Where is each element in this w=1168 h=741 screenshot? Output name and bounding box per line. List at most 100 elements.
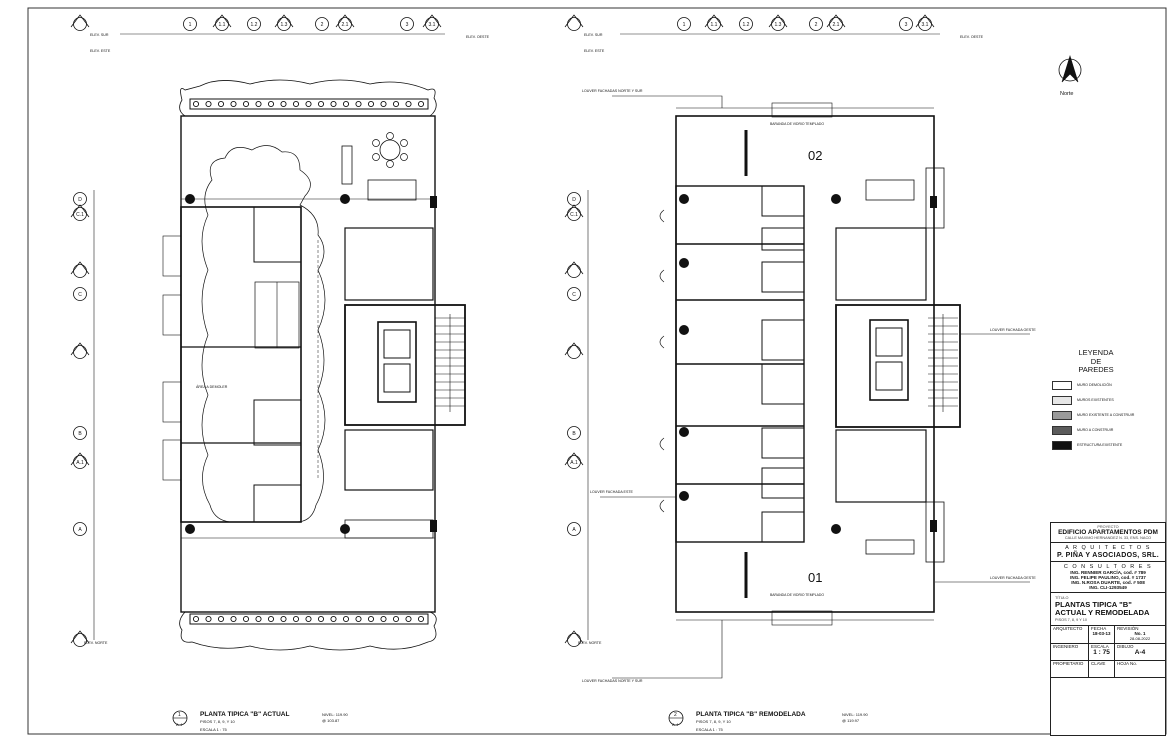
grid-bubble: 3 — [899, 17, 913, 31]
grid-bubble — [70, 342, 90, 359]
svg-text:BARANDA DE VIDRIO TEMPLADO: BARANDA DE VIDRIO TEMPLADO — [770, 122, 824, 126]
revision-value: No. 1 — [1134, 631, 1146, 637]
grid-bubble-label: 2 — [815, 22, 818, 28]
planter-dot — [330, 100, 337, 108]
grid-bubble: C — [73, 287, 87, 301]
grid-bubble-label: C.1 — [76, 212, 84, 218]
legend-title-1: LEYENDA — [1078, 348, 1114, 357]
planter-dot — [280, 615, 287, 623]
grid-bubble: 1 — [677, 17, 691, 31]
legend-swatch — [1052, 410, 1072, 420]
elevation-label: ELEV. SUR — [90, 33, 109, 37]
planter-dot — [392, 100, 400, 108]
planter-dot — [330, 615, 337, 623]
plan-right-caption: 2 A-4 PLANTA TIPICA "B" REMODELADA PISOS… — [582, 89, 1036, 732]
planter-dot — [380, 100, 387, 108]
grid-bubble: C.1 — [564, 204, 584, 221]
sheet-title-sub: PISOS 7, 8, 9 Y 10 — [1055, 618, 1087, 623]
grid-bubble-label: 3 — [406, 22, 409, 28]
planter-dot — [405, 615, 412, 623]
planter-dot — [255, 615, 262, 623]
planter-dot — [380, 615, 387, 623]
grid-bubble: 1.3 — [274, 14, 294, 31]
grid-bubble-label: A — [572, 527, 576, 533]
grid-bubble: B — [567, 426, 581, 440]
legend-title-2: DE — [1090, 356, 1102, 366]
revision-date: 28-08-2022 — [1129, 636, 1151, 642]
planter-dot — [355, 100, 362, 108]
grid-bubble-label: B — [572, 431, 576, 437]
engineer-2: ING. FELIPE PAULINO, cod. # 1737 — [1070, 575, 1146, 581]
grid-bubble-label: 1.2 — [743, 22, 750, 28]
grid-bubble-label: A.1 — [76, 460, 84, 466]
planter-dot — [255, 100, 262, 108]
elevation-label: ELEV. OESTE — [466, 35, 490, 39]
propietario-label: PROPIETARIO — [1053, 660, 1084, 666]
grid-bubble — [564, 261, 584, 278]
top-planter-box — [189, 98, 429, 110]
unit-01-label: 01 — [808, 570, 822, 585]
grid-bubble: B — [73, 426, 87, 440]
grid-bubble: A.1 — [564, 452, 584, 469]
legend-item: MURO A CONSTRUIR — [1052, 425, 1146, 435]
planter-dot — [317, 615, 325, 623]
elevation-label: ELEV. ESTE — [90, 49, 111, 53]
grid-bubble: 3 — [400, 17, 414, 31]
architects-name: P. PIÑA Y ASOCIADOS, SRL. — [1057, 551, 1159, 559]
planter-dot — [192, 615, 200, 623]
planter-dot — [367, 615, 375, 623]
planter-dot — [267, 615, 275, 623]
planter-dot — [267, 100, 275, 108]
svg-text:@ 119.97: @ 119.97 — [842, 718, 860, 723]
bottom-planter-box — [189, 613, 429, 625]
legend-label: MUROS EXISTENTES — [1077, 398, 1114, 403]
svg-text:LOUVER FACHADA OESTE: LOUVER FACHADA OESTE — [990, 576, 1036, 580]
planter-dot — [417, 100, 425, 108]
top-planter — [179, 79, 437, 117]
grid-bubble: C.1 — [70, 204, 90, 221]
title-label: TÍTULO — [1055, 596, 1069, 601]
planter-dot — [205, 100, 212, 108]
planter-dot — [217, 615, 225, 623]
grid-bubble: 1.3 — [768, 14, 788, 31]
grid-bubble-label: A — [78, 527, 82, 533]
planter-dot — [230, 100, 237, 108]
grid-bubble-label: A.1 — [570, 460, 578, 466]
svg-text:LOUVER FACHADA ESTE: LOUVER FACHADA ESTE — [590, 490, 634, 494]
escala-label: ESCALA — [1091, 643, 1109, 649]
grid-bubble-label: 1 — [683, 22, 686, 28]
plan-right-title: PLANTA TIPICA "B" REMODELADA — [696, 711, 806, 718]
engineer-4: ING. CLI-1293549 — [1089, 585, 1127, 591]
legend-swatch — [1052, 380, 1072, 390]
planter-dot — [217, 100, 225, 108]
grid-bubble: 3.1 — [422, 14, 442, 31]
grid-bubble-label: 1.1 — [711, 22, 718, 28]
grid-bubble-label: 3.1 — [922, 22, 929, 28]
bottom-planter — [179, 611, 437, 651]
sheet-border — [27, 7, 1167, 735]
svg-text:PISOS 7, 8, 9, Y 10: PISOS 7, 8, 9, Y 10 — [696, 719, 732, 724]
grid-bubble-label: 1 — [189, 22, 192, 28]
planter-dot — [405, 100, 412, 108]
north-label: Norte — [1060, 91, 1073, 97]
svg-text:NIVEL: 119.90: NIVEL: 119.90 — [322, 712, 348, 717]
svg-text:A-4: A-4 — [176, 722, 183, 727]
planter-dot — [230, 615, 237, 623]
svg-text:LOUVER FACHADA OESTE: LOUVER FACHADA OESTE — [990, 328, 1036, 332]
planter-dot — [342, 100, 350, 108]
north-arrow-icon — [1058, 54, 1082, 83]
legend-item: ESTRUCTURA EXISTENTE — [1052, 440, 1146, 450]
left-block — [180, 206, 302, 523]
legend-swatch — [1052, 395, 1072, 405]
title-block: PROYECTO EDIFICIO APARTAMENTOS PDM CALLE… — [1050, 522, 1166, 736]
project-address: CALLE MAXIMO HERNANDEZ N. 33, ENS. NACO — [1064, 536, 1152, 541]
grid-bubble-label: D — [78, 197, 82, 203]
grid-bubble: 2 — [315, 17, 329, 31]
legend-item: MURO DEMOLICIÓN — [1052, 380, 1146, 390]
svg-text:1: 1 — [178, 712, 181, 718]
planter-dot — [305, 615, 312, 623]
legend-label: MURO DEMOLICIÓN — [1077, 383, 1112, 388]
elevation-label: ELEV. SUR — [584, 33, 603, 37]
